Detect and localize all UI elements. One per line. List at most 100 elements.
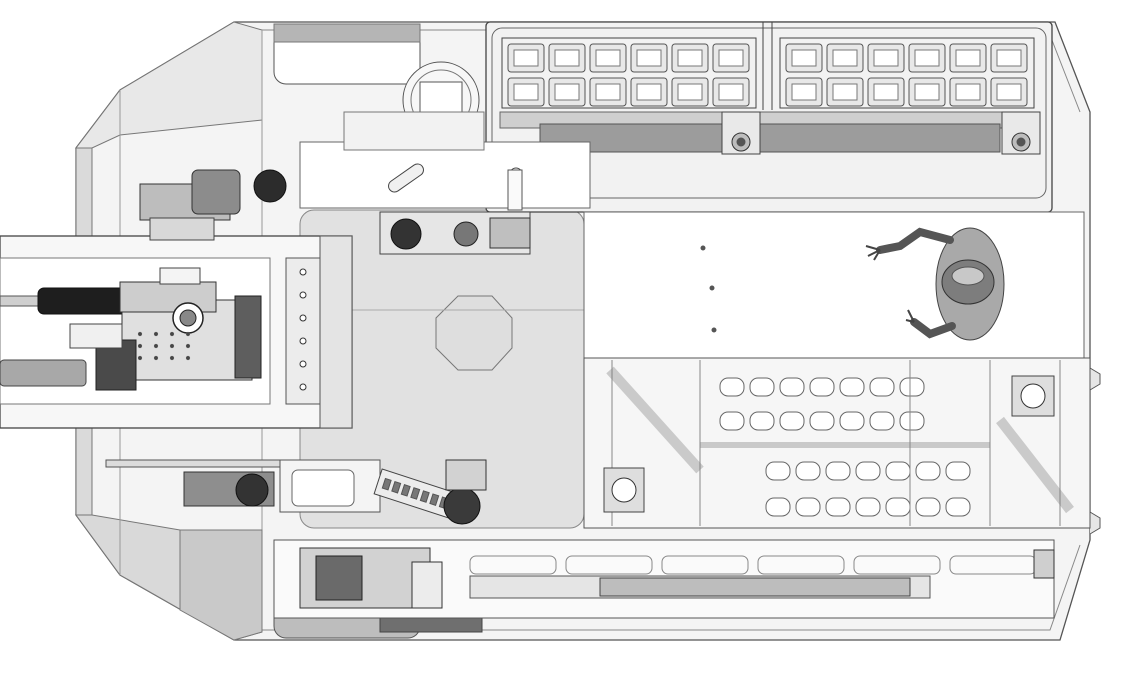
storage-module-slot xyxy=(677,49,703,67)
breech-rivet xyxy=(137,331,143,337)
conveyor-roller xyxy=(899,411,925,431)
turntable-octagon xyxy=(435,295,513,371)
lower-arm-assembly xyxy=(105,459,487,525)
upper-gripper-end xyxy=(489,217,531,249)
upper-left-motor-wheel xyxy=(253,169,287,203)
bottom-end-stop xyxy=(1033,549,1055,579)
receiver xyxy=(119,281,217,313)
storage-module-slot xyxy=(554,49,580,67)
mounting-bolt xyxy=(299,360,307,368)
central-work-area xyxy=(299,209,585,529)
breech-rivet xyxy=(169,355,175,361)
lower-carriage-inner xyxy=(291,469,355,507)
conveyor-roller xyxy=(915,461,941,481)
lower-gripper-wheel xyxy=(443,487,481,525)
upper-beam-stripe xyxy=(343,111,485,151)
storage-module-slot xyxy=(955,83,981,101)
conveyor-roller xyxy=(915,497,941,517)
conveyor-roller xyxy=(825,461,851,481)
rail-bay xyxy=(661,555,749,575)
storage-module-slot xyxy=(832,83,858,101)
breech-rivet xyxy=(153,355,159,361)
bottom-rail-slider xyxy=(599,577,911,597)
mounting-bolt xyxy=(299,383,307,391)
operator-arm-upper xyxy=(876,227,954,254)
conveyor-roller xyxy=(765,461,791,481)
storage-module-slot xyxy=(996,49,1022,67)
top-bracket xyxy=(159,267,201,285)
conveyor-frame xyxy=(583,357,1091,529)
conveyor-brace xyxy=(996,416,1074,514)
bottom-rail-bays xyxy=(469,555,1037,575)
storage-module-slot xyxy=(996,83,1022,101)
storage-module-slot xyxy=(791,49,817,67)
conveyor-roller xyxy=(869,411,895,431)
conveyor-roller xyxy=(899,377,925,397)
bottom-drive-dark xyxy=(315,555,363,601)
storage-block xyxy=(501,37,757,109)
rail-bay xyxy=(565,555,653,575)
operator-arm-lower xyxy=(910,318,956,339)
upper-arm-link xyxy=(388,163,523,211)
chain-link xyxy=(400,484,411,497)
operator-hand-upper xyxy=(865,245,881,261)
chain-link xyxy=(410,487,421,500)
breech-rivet xyxy=(153,331,159,337)
storage-module-slot xyxy=(718,49,744,67)
bay-floor xyxy=(583,211,1085,359)
front-mount xyxy=(69,323,123,349)
conveyor-roller xyxy=(749,411,775,431)
rack-inner-frame xyxy=(491,27,1047,199)
storage-module-slot xyxy=(513,49,539,67)
conveyor-roller xyxy=(719,377,745,397)
upper-arm-assembly xyxy=(139,111,591,255)
conveyor-rollers xyxy=(611,360,1061,526)
boom-outer-strip xyxy=(319,235,353,429)
breech-rivets xyxy=(137,331,191,361)
rail-bay xyxy=(469,555,557,575)
rail-drive-left xyxy=(721,111,761,155)
storage-module-slot xyxy=(832,49,858,67)
lower-gripper-head xyxy=(445,459,487,491)
upper-left-base xyxy=(149,217,215,241)
roller-conveyor xyxy=(583,357,1091,529)
operator-hand-lower xyxy=(905,309,915,323)
hull-inner-edge-bottom xyxy=(262,544,1081,631)
chain-link xyxy=(381,477,392,491)
conveyor-roller xyxy=(855,461,881,481)
bottom-left-panel xyxy=(179,529,263,641)
storage-module-slot xyxy=(955,49,981,67)
conveyor-roller xyxy=(945,497,971,517)
rail-bay xyxy=(757,555,845,575)
conveyor-roller xyxy=(839,411,865,431)
breech-dark xyxy=(234,295,262,379)
upper-gripper-motor-2 xyxy=(453,221,479,247)
rail-drive-right xyxy=(1001,111,1041,155)
conveyor-drive-right xyxy=(1011,375,1055,417)
breech-rivet xyxy=(169,343,175,349)
storage-module-slot xyxy=(513,83,539,101)
breech-rivet xyxy=(137,355,143,361)
conveyor-roller xyxy=(779,377,805,397)
conveyor-roller xyxy=(809,411,835,431)
upper-gripper-motor xyxy=(390,218,422,250)
breech-rivet xyxy=(185,343,191,349)
storage-module-grid xyxy=(501,37,1035,109)
upper-left-motor-cap xyxy=(191,169,241,215)
boom-bolt-column xyxy=(285,257,321,405)
storage-module-slot xyxy=(595,83,621,101)
storage-module-slot xyxy=(873,49,899,67)
breech-rivet xyxy=(137,343,143,349)
conveyor-roller xyxy=(795,497,821,517)
bolt-column-holes xyxy=(299,268,307,391)
top-hatch-bar xyxy=(273,23,421,43)
conveyor-roller xyxy=(839,377,865,397)
lower-rod xyxy=(105,459,287,468)
breech-rivet xyxy=(185,355,191,361)
black-cylinder xyxy=(37,287,129,315)
storage-module-slot xyxy=(873,83,899,101)
conveyor-roller xyxy=(719,411,745,431)
mounting-bolt xyxy=(299,291,307,299)
conveyor-roller xyxy=(765,497,791,517)
